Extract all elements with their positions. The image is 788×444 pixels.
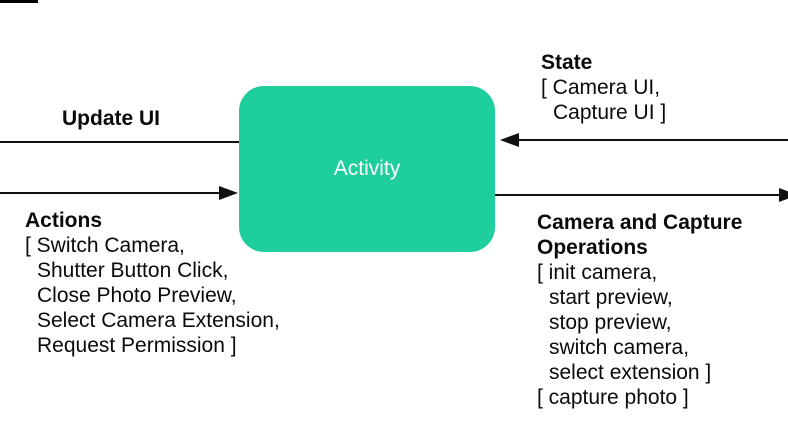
operations-line-item: switch camera, bbox=[549, 336, 690, 359]
top-edge-line-fragment bbox=[0, 0, 38, 3]
update-ui-line bbox=[0, 141, 240, 143]
actions-title: Actions bbox=[25, 209, 103, 232]
update-ui-label: Update UI bbox=[62, 107, 161, 130]
actions-label-block: Actions [ Switch Camera, Shutter Button … bbox=[25, 208, 280, 358]
operations-arrowhead-icon bbox=[779, 188, 788, 202]
state-line-item: Capture UI ] bbox=[553, 101, 667, 124]
activity-node: Activity bbox=[239, 86, 495, 252]
actions-line-item: Shutter Button Click, bbox=[37, 259, 229, 282]
operations-line-item: [ capture photo ] bbox=[537, 386, 689, 409]
activity-node-label: Activity bbox=[333, 157, 401, 180]
operations-label-block: Camera and Capture Operations [ init cam… bbox=[537, 210, 749, 410]
operations-title: Camera and Capture Operations bbox=[537, 211, 743, 259]
actions-line-item: Close Photo Preview, bbox=[37, 284, 237, 307]
actions-arrowhead-icon bbox=[219, 186, 238, 200]
actions-arrow-line bbox=[0, 192, 227, 194]
state-title: State bbox=[541, 51, 593, 74]
operations-line-item: select extension ] bbox=[549, 361, 712, 384]
state-label-block: State [ Camera UI, Capture UI ] bbox=[541, 50, 666, 125]
actions-line-item: Request Permission ] bbox=[37, 334, 237, 357]
operations-arrow-line bbox=[495, 194, 788, 196]
operations-line-item: [ init camera, bbox=[537, 261, 658, 284]
actions-line-item: [ Switch Camera, bbox=[25, 234, 185, 257]
operations-line-item: stop preview, bbox=[549, 311, 672, 334]
actions-line-item: Select Camera Extension, bbox=[37, 309, 280, 332]
operations-line-item: start preview, bbox=[549, 286, 673, 309]
state-line-item: [ Camera UI, bbox=[541, 76, 661, 99]
state-arrow-line bbox=[517, 139, 788, 141]
